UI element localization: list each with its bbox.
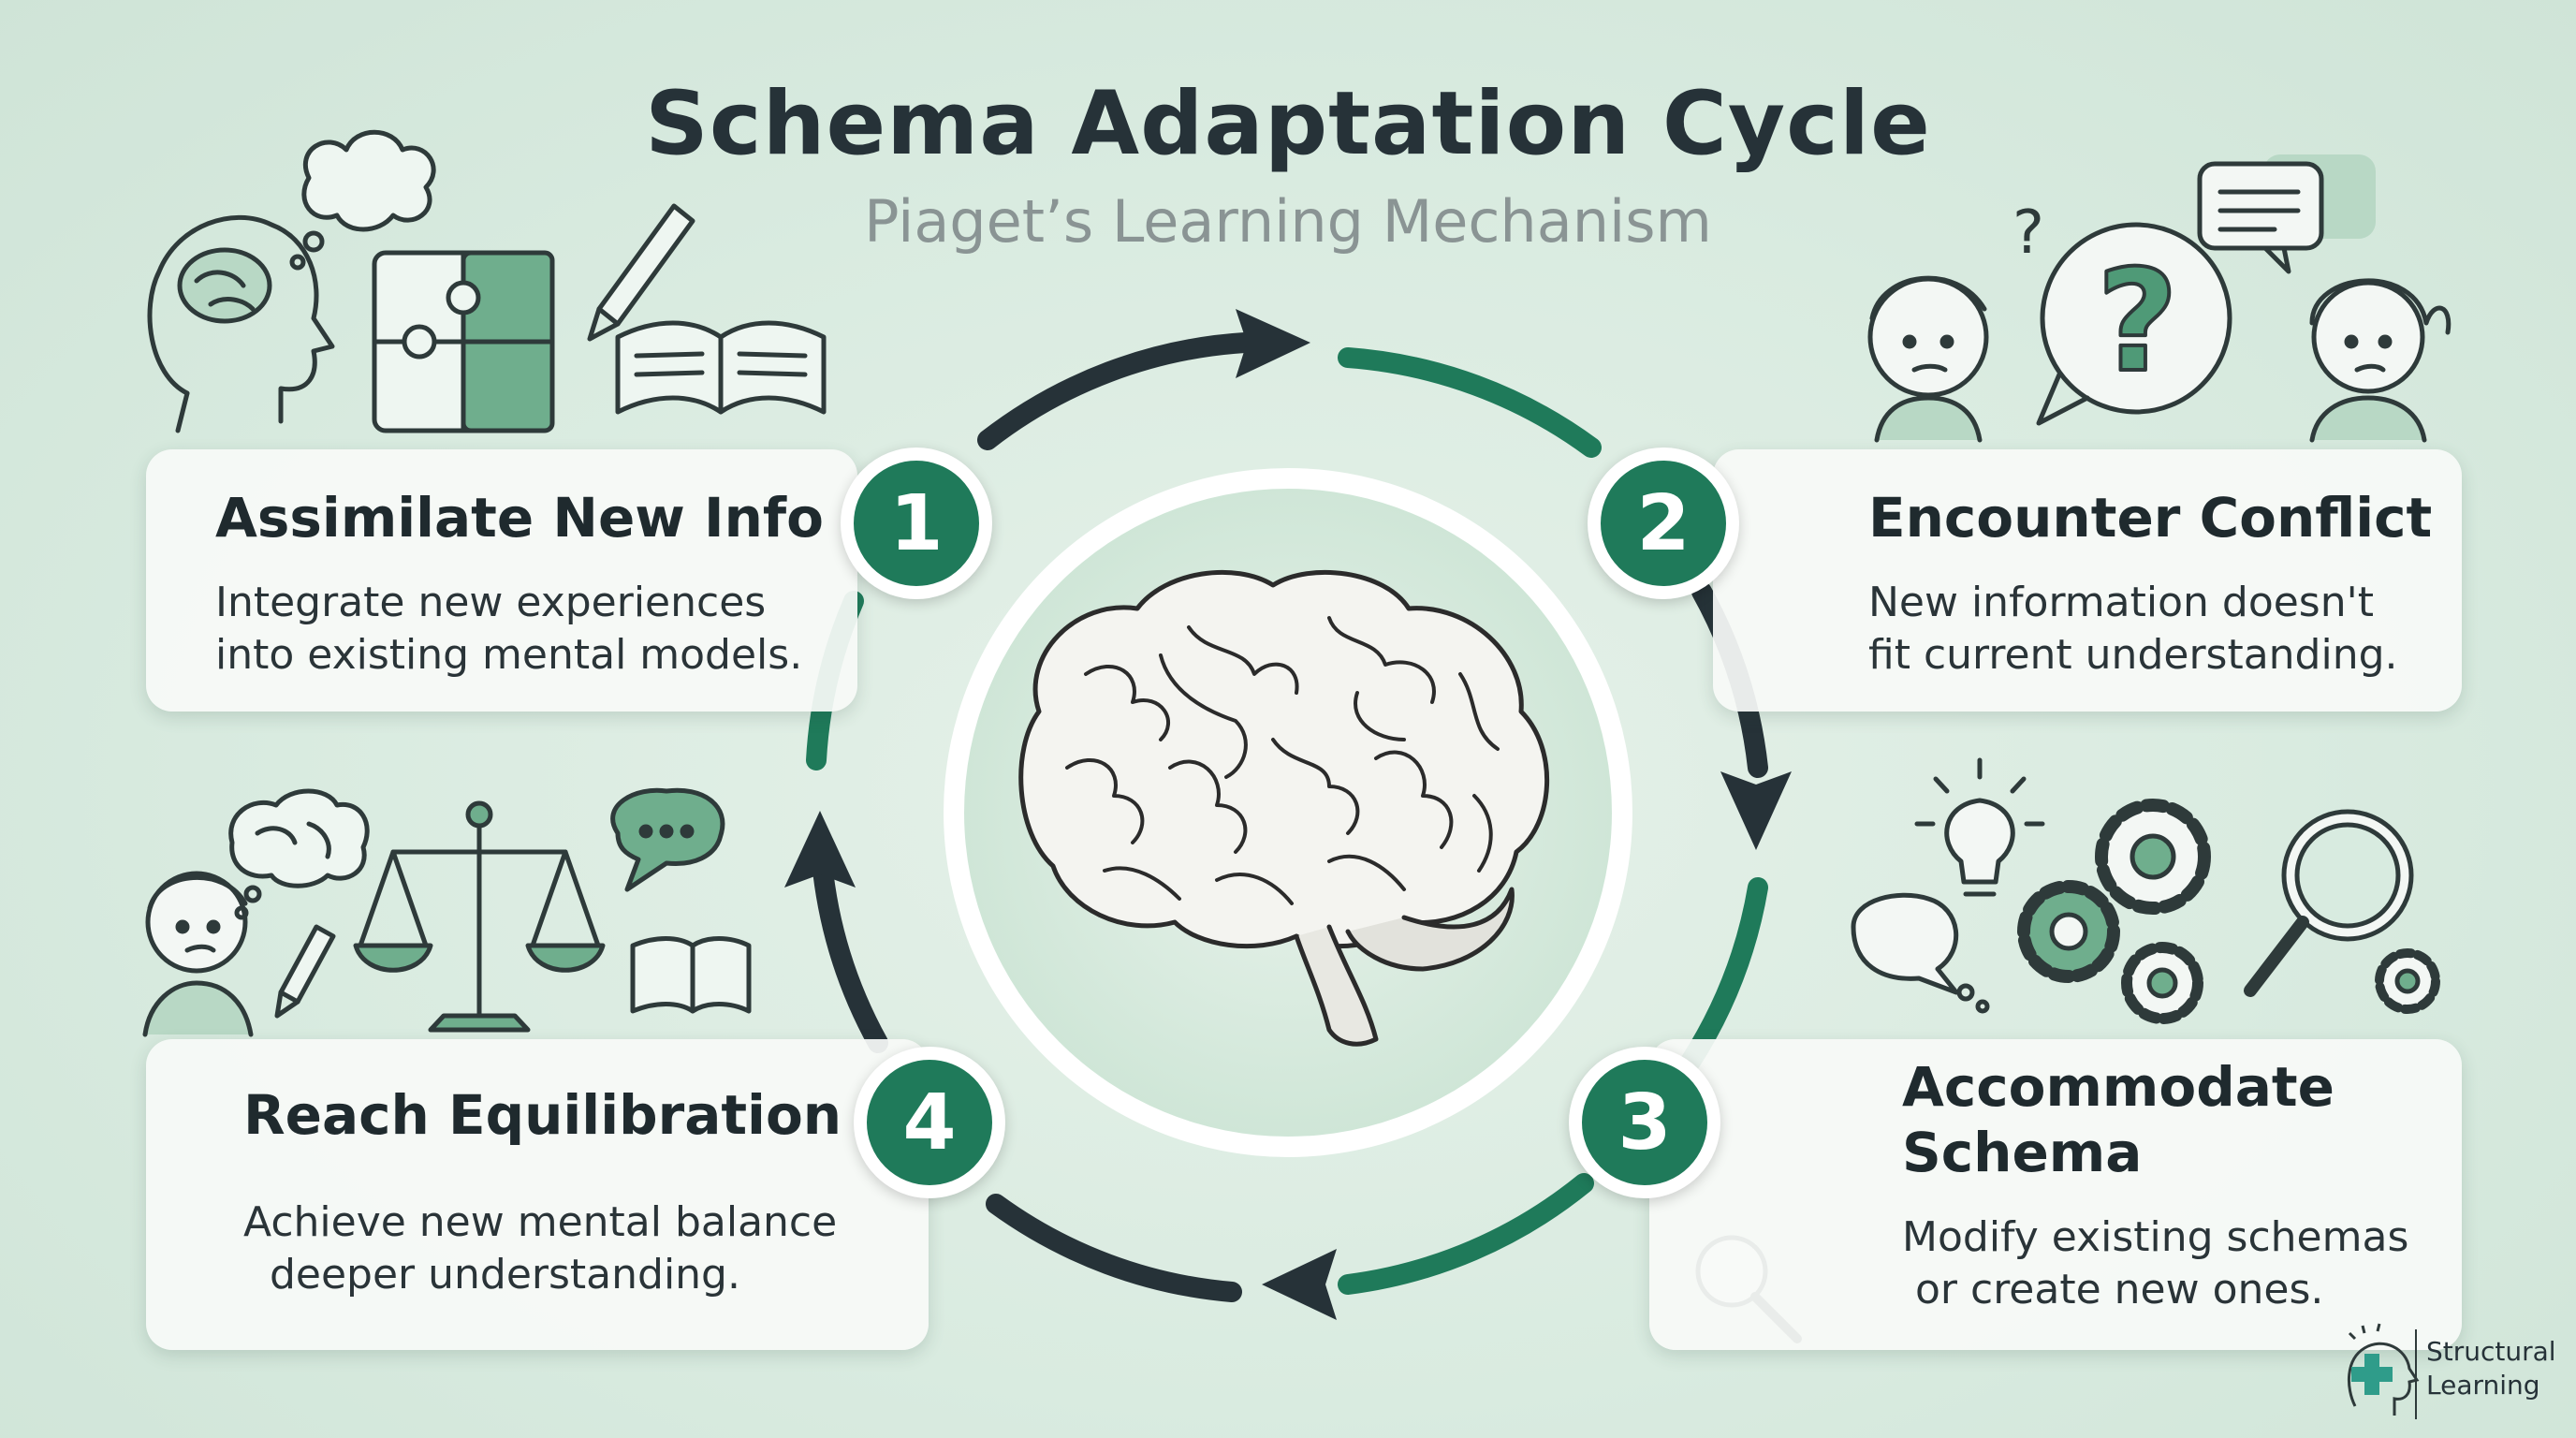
balance-scale-icon: [353, 800, 606, 1033]
boy-icon: [142, 871, 262, 1037]
step1-illustrations: [147, 129, 827, 433]
arrowhead-up-icon: [784, 811, 856, 888]
open-book-icon: [615, 320, 827, 415]
open-book-icon: [630, 936, 752, 1014]
arc-segment-dark: [977, 332, 1255, 450]
logo-divider: [2415, 1329, 2417, 1419]
head-brain-icon: [147, 214, 335, 433]
question-bubble-icon: ?: [2036, 222, 2232, 426]
arc-segment-green: [1338, 347, 1602, 458]
arc-segment-dark: [812, 851, 888, 1053]
step-card-encounter: Encounter Conflict New information doesn…: [1713, 449, 2462, 712]
thought-bubble-icon: [289, 129, 436, 271]
logo-text: Structural Learning: [2426, 1336, 2556, 1401]
diagram-subtitle: Piaget’s Learning Mechanism: [864, 187, 1712, 256]
diagram-title: Schema Adaptation Cycle: [645, 73, 1931, 175]
puzzle-icon: [372, 250, 555, 433]
step-title: Encounter Conflict: [1868, 486, 2433, 550]
arrowhead-right-icon: [1236, 309, 1310, 378]
brain-icon: [1018, 569, 1549, 1047]
lightbulb-icon: [1914, 757, 2045, 897]
gears-icon: [2017, 799, 2440, 1024]
step-description: Modify existing schemas or create new on…: [1902, 1213, 2409, 1313]
arc-segment-dark: [986, 1194, 1242, 1302]
magnifier-icon: [2244, 809, 2414, 997]
chat-bubble-icon: [610, 787, 725, 892]
confused-boy-icon: ?: [1867, 198, 2044, 443]
thinking-girl-icon: [2309, 278, 2452, 443]
step-title: Reach Equilibration: [243, 1083, 842, 1147]
step-card-assimilate: Assimilate New Info Integrate new experi…: [146, 449, 857, 712]
step-title: Assimilate New Info: [215, 486, 825, 550]
step-number-badge: 4: [854, 1047, 1005, 1198]
svg-text:?: ?: [2097, 241, 2178, 404]
step-description: Achieve new mental balance deeper unders…: [243, 1198, 838, 1299]
step-number-badge: 3: [1569, 1047, 1720, 1198]
step-number-badge: 2: [1588, 448, 1739, 599]
step-card-equilibration: Reach Equilibration Achieve new mental b…: [146, 1039, 929, 1350]
arc-segment-green: [1338, 1173, 1594, 1295]
arc-segment-green: [1680, 877, 1768, 1072]
svg-text:?: ?: [2012, 198, 2044, 268]
arrowhead-down-icon: [1720, 771, 1792, 850]
head-plus-icon: [2347, 1323, 2420, 1416]
step2-illustrations: ? ?: [1867, 154, 2452, 443]
pencil-icon: [274, 924, 336, 1019]
brain-icon: [228, 788, 370, 888]
step4-illustrations: [142, 787, 752, 1037]
step-number-badge: 1: [841, 448, 992, 599]
message-bubble-icon: [2197, 154, 2376, 274]
arrowhead-left-icon: [1262, 1249, 1337, 1320]
structural-learning-logo: Structural Learning: [2336, 1322, 2561, 1425]
pencil-icon: [587, 203, 695, 342]
speech-bubble-icon: [1851, 892, 1990, 1014]
